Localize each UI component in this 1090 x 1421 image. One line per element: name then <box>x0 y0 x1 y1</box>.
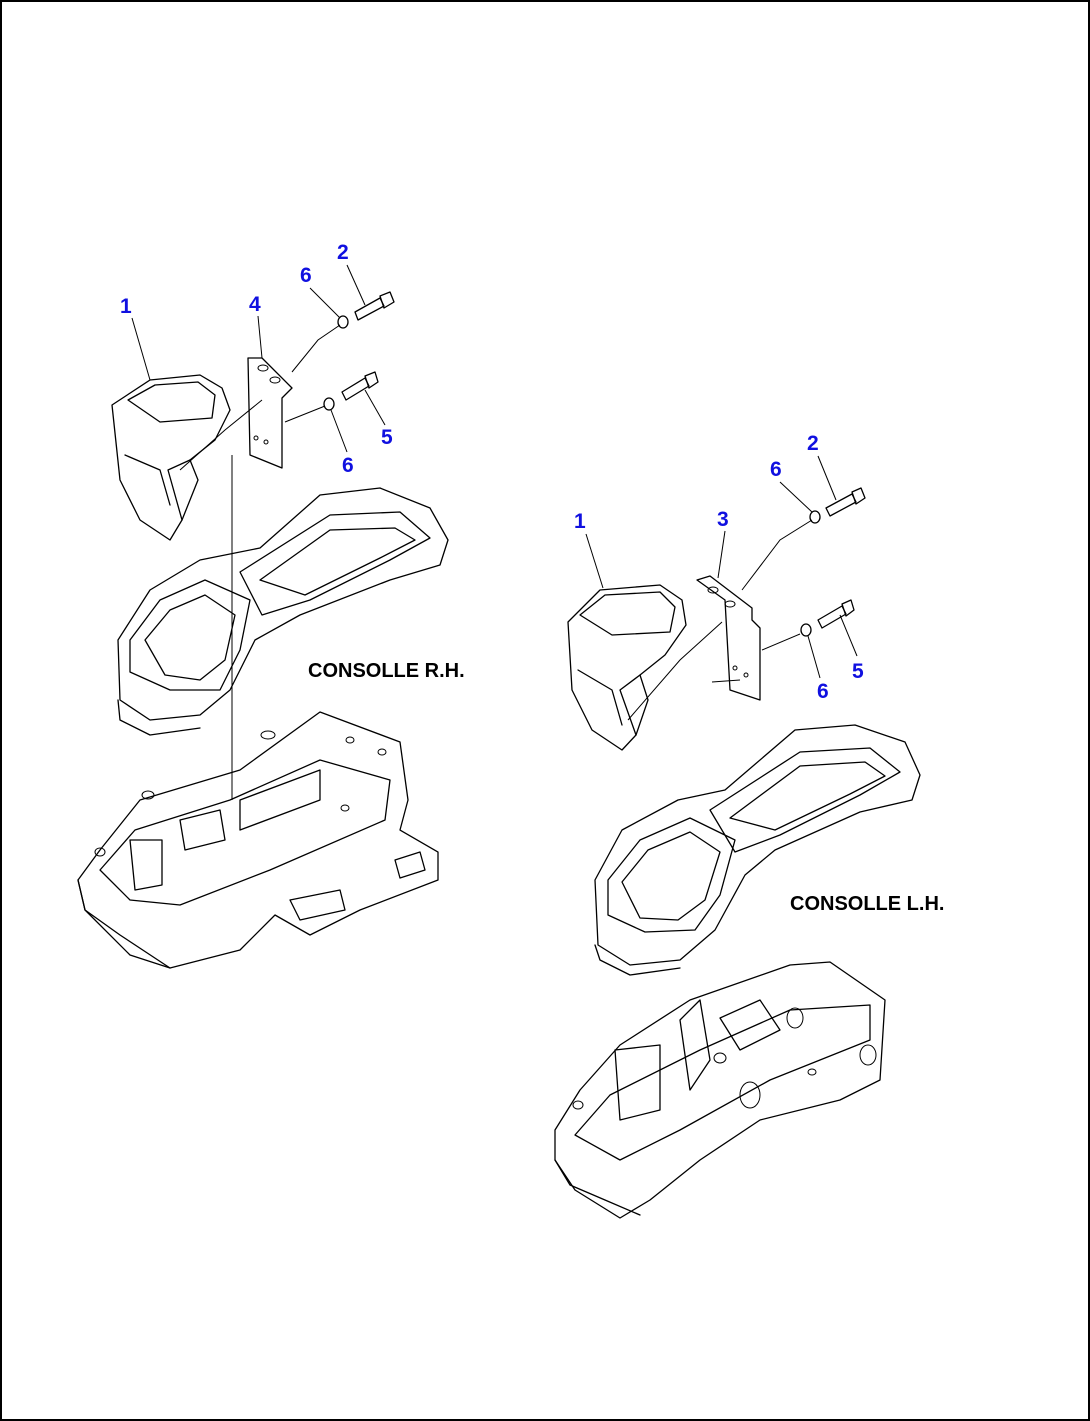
rh-washer-part-6-upper <box>337 315 349 329</box>
rh-assembly-line-upper <box>291 324 341 373</box>
rh-lower-console-frame <box>77 711 439 969</box>
rh-console-label: CONSOLLE R.H. <box>308 660 465 682</box>
lh-callout-6-upper: 6 <box>770 458 782 481</box>
rh-bolt-part-2 <box>354 291 395 321</box>
lh-cover-part-1 <box>567 584 687 751</box>
rh-callout-1: 1 <box>120 295 132 318</box>
lh-callout-6-lower: 6 <box>817 680 829 703</box>
lh-callout-1: 1 <box>574 510 586 533</box>
rh-callout-5: 5 <box>381 426 393 449</box>
rh-cover-part-1 <box>111 374 231 541</box>
rh-bracket-part-4 <box>247 357 293 469</box>
lh-bolt-part-5 <box>817 599 855 629</box>
lh-assembly-line-short <box>711 679 741 683</box>
lh-console-label: CONSOLLE L.H. <box>790 893 944 915</box>
lh-callout-2: 2 <box>807 432 819 455</box>
lh-console-group: 1 3 6 2 5 6 CONSOLLE L.H. <box>554 432 944 1219</box>
lh-callout-5: 5 <box>852 660 864 683</box>
lh-bracket-part-3 <box>696 575 761 701</box>
lh-assembly-line-cover <box>627 621 723 721</box>
rh-console-group: 1 4 6 2 5 6 CONSOLLE R.H. <box>77 241 465 969</box>
rh-callout-6-upper: 6 <box>300 264 312 287</box>
rh-assembly-line-lower <box>284 405 326 423</box>
rh-washer-part-6-lower <box>323 397 335 411</box>
lh-washer-part-6-lower <box>800 623 812 637</box>
lh-assembly-line-lower <box>761 633 801 651</box>
rh-bolt-part-5 <box>341 371 379 401</box>
rh-assembly-line-cover <box>179 399 263 471</box>
lh-upper-console-shell <box>594 724 921 976</box>
rh-callout-4: 4 <box>249 293 261 316</box>
lh-callout-3: 3 <box>717 508 729 531</box>
lh-bolt-part-2 <box>825 487 866 517</box>
lh-assembly-line-upper <box>741 519 813 591</box>
rh-callout-2: 2 <box>337 241 349 264</box>
lh-washer-part-6-upper <box>809 510 821 524</box>
rh-upper-console-shell <box>117 487 449 736</box>
lh-lower-console-frame <box>554 961 886 1219</box>
rh-callout-6-lower: 6 <box>342 454 354 477</box>
